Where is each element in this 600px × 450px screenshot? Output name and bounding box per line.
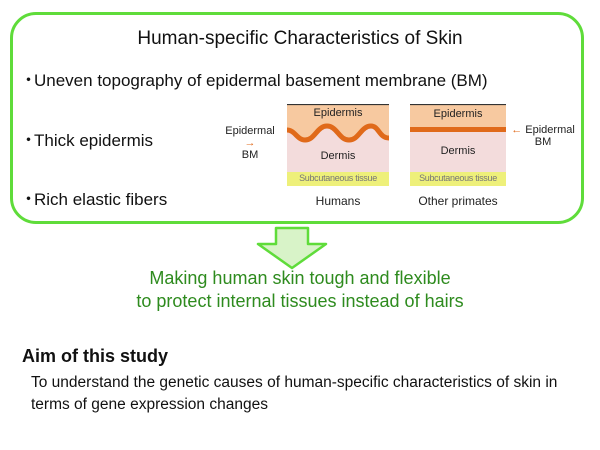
- characteristics-box: [10, 12, 584, 224]
- primates-caption: Other primates: [418, 194, 498, 208]
- bm-label-line2: BM: [241, 149, 259, 161]
- conclusion-line-2: to protect internal tissues instead of h…: [136, 291, 464, 311]
- humans-epidermis-label: Epidermis: [313, 107, 363, 119]
- primates-skin-diagram: [410, 104, 506, 186]
- basement-membrane: [287, 123, 389, 143]
- bullet-text: Thick epidermis: [34, 131, 154, 150]
- aim-heading: Aim of this study: [22, 346, 169, 366]
- bullet-uneven-bm: ・Uneven topography of epidermal basement…: [20, 66, 488, 91]
- humans-bm-label: Epidermal → BM: [222, 125, 278, 161]
- epidermis-layer: [287, 104, 389, 140]
- basement-membrane: [410, 127, 506, 132]
- bullet-text: Uneven topography of epidermal basement …: [34, 71, 488, 90]
- humans-skin-diagram: [287, 104, 389, 186]
- epidermis-layer: [410, 104, 506, 128]
- humans-caption: Humans: [315, 194, 361, 208]
- conclusion-line-1: Making human skin tough and flexible: [149, 268, 451, 288]
- bullet-marker: ・: [20, 71, 37, 90]
- down-arrow-icon: [256, 226, 328, 270]
- bm-label-line1: Epidermal: [525, 124, 575, 136]
- bm-arrow-left: ←: [511, 124, 523, 136]
- humans-dermis-label: Dermis: [320, 150, 356, 162]
- primates-subcutaneous-label: Subcutaneous tissue: [419, 173, 497, 183]
- box-title: Human-specific Characteristics of Skin: [137, 28, 463, 49]
- bm-label-line1: Epidermal: [225, 125, 275, 137]
- humans-subcutaneous-label: Subcutaneous tissue: [299, 173, 377, 183]
- bullet-marker: ・: [20, 190, 37, 209]
- aim-body: To understand the genetic causes of huma…: [31, 374, 558, 413]
- bullet-thick-epidermis: ・Thick epidermis: [20, 126, 153, 151]
- primates-dermis-label: Dermis: [440, 145, 476, 157]
- bullet-marker: ・: [20, 131, 37, 150]
- subcutaneous-layer: [410, 172, 506, 186]
- bm-arrow-right: →: [244, 137, 256, 149]
- bm-label-line2: BM: [534, 136, 552, 148]
- bullet-elastic-fibers: ・Rich elastic fibers: [20, 185, 167, 210]
- subcutaneous-layer: [287, 172, 389, 186]
- primates-bm-label: ← Epidermal BM: [508, 124, 578, 148]
- primates-epidermis-label: Epidermis: [433, 108, 483, 120]
- bullet-text: Rich elastic fibers: [34, 190, 168, 209]
